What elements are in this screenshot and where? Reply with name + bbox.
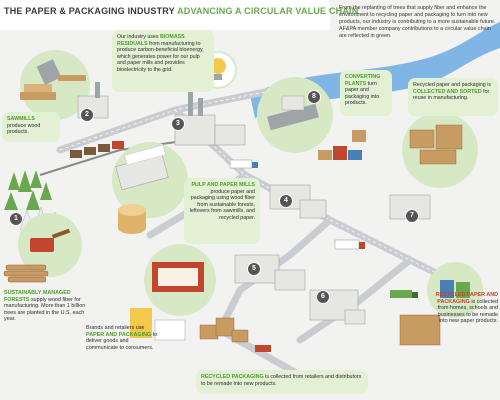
city-buildings <box>234 254 366 325</box>
step-5-label-bold: PAPER AND PACKAGING <box>86 331 152 338</box>
step-7-label-pre: Recycled paper and packaging is <box>413 82 492 88</box>
cardboard-boxes <box>199 314 441 346</box>
train <box>70 141 124 158</box>
step-7-marker: 7 <box>405 209 419 223</box>
railway <box>39 139 191 176</box>
step-1-label-rest: supply wood fiber for manufacturing. Mor… <box>4 296 86 323</box>
trucks <box>229 159 418 352</box>
step-3-label-bold: BIOMASS RESIDUALS <box>117 34 185 47</box>
step-1-marker: 1 <box>9 212 23 226</box>
step-4-label-bold: PULP AND PAPER MILLS <box>191 182 255 188</box>
step-3-marker: 3 <box>171 117 185 131</box>
recycled-packaging-rest: is collected from retailers and distribu… <box>201 374 362 387</box>
step-1-label-bold: SUSTAINABLY MANAGED FORESTS <box>4 290 71 303</box>
step-2-box: SAWMILLS produce wood products. <box>2 112 60 142</box>
home-recycling-circle <box>427 262 483 318</box>
step-8-marker: 8 <box>307 90 321 104</box>
step-8-label-rest: turn paper and packaging into products. <box>345 80 380 107</box>
page-title: THE PAPER & PACKAGING INDUSTRY ADVANCING… <box>4 6 358 16</box>
title-part-2: ADVANCING A CIRCULAR VALUE CHAIN <box>177 6 359 16</box>
step-5-marker: 5 <box>247 262 261 276</box>
step-6-marker: 6 <box>316 290 330 304</box>
harvester <box>30 238 54 252</box>
title-part-1: THE PAPER & PACKAGING INDUSTRY <box>4 6 175 16</box>
step-2-marker: 2 <box>80 108 94 122</box>
step-2-label-rest: produce wood products. <box>7 122 41 136</box>
step-5-label-rest: to deliver goods and communicate to cons… <box>86 331 158 351</box>
step-7-label-bold: COLLECTED AND SORTED <box>413 88 482 95</box>
recycled-packaging-box: RECYCLED PACKAGING is collected from ret… <box>196 370 368 394</box>
step-4-box: PULP AND PAPER MILLS produce paper and p… <box>184 178 260 244</box>
recycled-packaging-bold: RECYCLED PACKAGING <box>201 374 264 380</box>
step-3-box: Our industry uses BIOMASS RESIDUALS from… <box>112 30 214 92</box>
step-4-label-rest: produce paper and packaging using wood f… <box>189 188 255 221</box>
step-3-label-rest: from manufacturing to produce carbon-ben… <box>117 40 204 73</box>
road-center-line <box>59 84 471 291</box>
step-7-label-rest: for reuse in manufacturing. <box>413 88 490 102</box>
intro-text: From the replanting of trees that supply… <box>339 5 496 39</box>
step-5-label-pre: Brands and retailers use <box>86 325 145 331</box>
log-pile <box>3 264 49 283</box>
step-8-label-bold: CONVERTING PLANTS <box>345 74 381 87</box>
forest <box>4 170 52 210</box>
step-1-label: SUSTAINABLY MANAGED FORESTS supply wood … <box>4 290 96 323</box>
step-2-label-bold: SAWMILLS <box>7 116 35 122</box>
step-6-label: RECYCLED PAPER AND PACKAGING is collecte… <box>428 292 498 325</box>
step-4-marker: 4 <box>279 194 293 208</box>
step-6-label-bold: RECYCLED PAPER AND PACKAGING <box>435 292 498 305</box>
step-6-label-rest: is collected from homes, schools and bus… <box>437 298 498 325</box>
step-3-label-pre: Our industry uses <box>117 34 160 40</box>
step-7-box: Recycled paper and packaging is COLLECTE… <box>408 78 498 116</box>
step-8-box: CONVERTING PLANTS turn paper and packagi… <box>340 70 392 116</box>
step-5-label: Brands and retailers use PAPER AND PACKA… <box>86 325 158 351</box>
